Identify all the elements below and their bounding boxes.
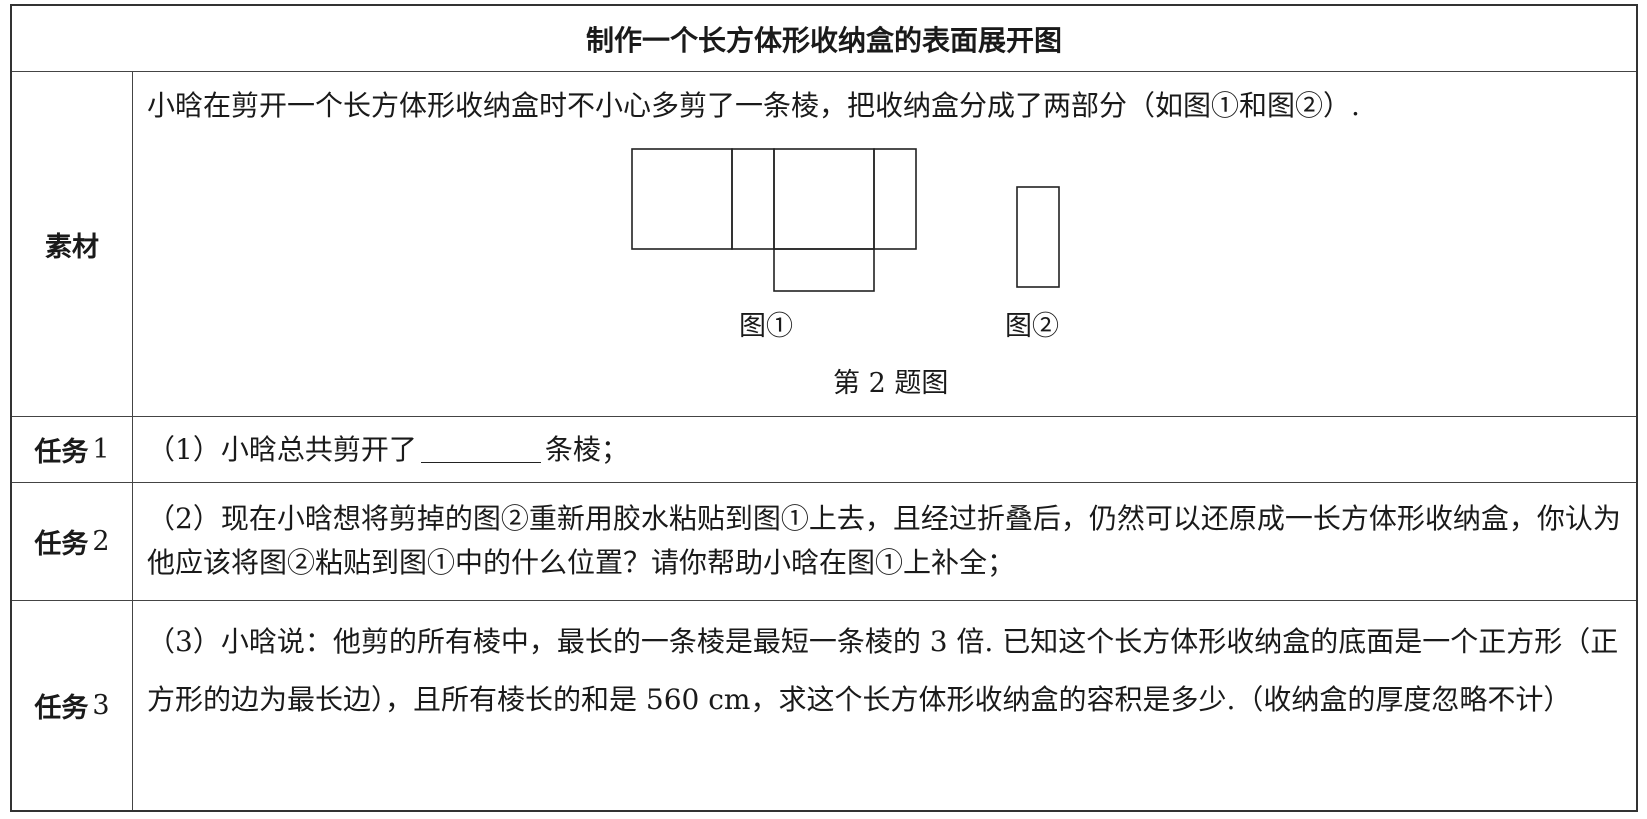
- task-3-text: （3）小晗说：他剪的所有棱中，最长的一条棱是最短一条棱的 3 倍. 已知这个长方…: [147, 625, 1619, 716]
- net-face-1: [631, 148, 733, 250]
- figure-2-caption: 图②: [1005, 311, 1059, 342]
- task-1-content: （1）小晗总共剪开了 条棱；: [133, 417, 1636, 482]
- figure-1-caption: 图①: [739, 311, 793, 342]
- task-2-content: （2）现在小晗想将剪掉的图②重新用胶水粘贴到图①上去，且经过折叠后，仍然可以还原…: [133, 483, 1636, 600]
- material-content: 小晗在剪开一个长方体形收纳盒时不小心多剪了一条棱，把收纳盒分成了两部分（如图①和…: [133, 72, 1636, 416]
- material-row: 素材 小晗在剪开一个长方体形收纳盒时不小心多剪了一条棱，把收纳盒分成了两部分（如…: [12, 72, 1636, 417]
- material-label: 素材: [12, 72, 133, 416]
- figure-1-net: [630, 147, 930, 297]
- net-face-3: [773, 148, 875, 250]
- task-1-text-after: 条棱；: [544, 432, 629, 466]
- task-1-label-num: 1: [92, 434, 110, 465]
- material-text: 小晗在剪开一个长方体形收纳盒时不小心多剪了一条棱，把收纳盒分成了两部分（如图①和…: [147, 89, 1360, 122]
- title-row: 制作一个长方体形收纳盒的表面展开图: [12, 6, 1636, 72]
- material-label-text: 素材: [45, 231, 99, 263]
- task-2-text: （2）现在小晗想将剪掉的图②重新用胶水粘贴到图①上去，且经过折叠后，仍然可以还原…: [147, 502, 1621, 579]
- page-title: 制作一个长方体形收纳盒的表面展开图: [585, 23, 1062, 57]
- task-3-label-num: 3: [92, 690, 110, 721]
- task-1-answer-blank[interactable]: [420, 436, 541, 463]
- cut-face: [1016, 186, 1060, 288]
- task-1-text-before: （1）小晗总共剪开了: [147, 432, 417, 466]
- net-face-4: [873, 148, 917, 250]
- figure-2-drawing: [1016, 186, 1060, 288]
- task-3-content: （3）小晗说：他剪的所有棱中，最长的一条棱是最短一条棱的 3 倍. 已知这个长方…: [133, 601, 1636, 810]
- net-face-2: [731, 148, 775, 250]
- task-2-label-text: 任务: [34, 529, 89, 560]
- task-3-label-text: 任务: [34, 693, 89, 724]
- figure-1-drawing: [631, 148, 917, 292]
- net-face-5: [773, 248, 875, 292]
- task-2-label-num: 2: [92, 526, 110, 557]
- worksheet-table: 制作一个长方体形收纳盒的表面展开图 素材 小晗在剪开一个长方体形收纳盒时不小心多…: [10, 4, 1638, 812]
- figure-2-rectangle: [1015, 185, 1065, 295]
- figure-caption: 第 2 题图: [833, 368, 949, 399]
- task-1-label-text: 任务: [34, 437, 89, 468]
